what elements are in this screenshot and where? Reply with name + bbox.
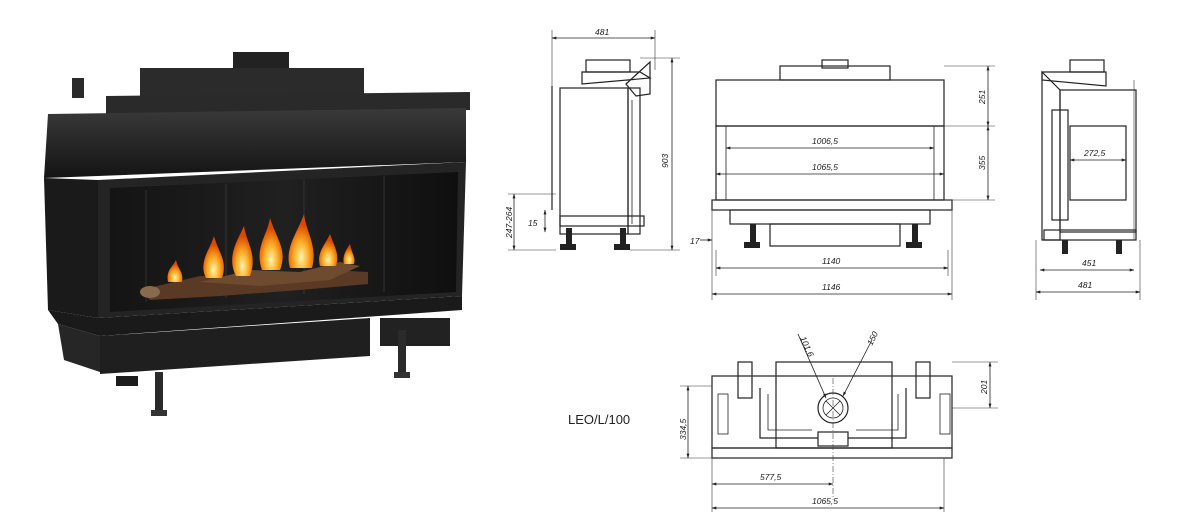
dim-front-inner-1: 1006,5 xyxy=(812,136,838,146)
dim-top-flue-2: 150 xyxy=(865,330,880,347)
front-view-drawing xyxy=(700,59,995,300)
dim-top-flue-1: 101,6 xyxy=(798,335,816,359)
fireplace-photo xyxy=(44,52,470,416)
model-label: LEO/L/100 xyxy=(568,412,630,427)
right-view-drawing xyxy=(1035,59,1141,300)
dim-front-inner-2: 1065,5 xyxy=(812,162,838,172)
dim-top-width: 1065,5 xyxy=(812,496,838,506)
dim-side-foot-range: 247-264 xyxy=(504,207,514,239)
dim-front-height-top: 251 xyxy=(977,90,987,105)
flames xyxy=(167,214,355,282)
dim-front-foot-offset: 17 xyxy=(690,236,700,246)
dim-side-top-width: 481 xyxy=(595,27,609,37)
dim-right-width-2: 481 xyxy=(1078,280,1092,290)
logs xyxy=(140,262,368,300)
dim-side-foot-offset: 15 xyxy=(528,218,538,228)
top-view-drawing xyxy=(680,333,998,512)
dim-top-total-depth: 334,5 xyxy=(678,418,688,440)
dim-side-height: 903 xyxy=(660,154,670,168)
dim-right-width-1: 451 xyxy=(1082,258,1096,268)
dim-front-base-1: 1140 xyxy=(822,256,841,266)
side-view-drawing xyxy=(508,30,680,251)
dim-front-base-2: 1146 xyxy=(822,282,841,292)
dim-right-inner: 272,5 xyxy=(1083,148,1106,158)
dim-top-depth: 201 xyxy=(979,380,989,395)
dim-top-flue-offset: 577,5 xyxy=(760,472,782,482)
dim-front-height-glass: 355 xyxy=(977,156,987,170)
